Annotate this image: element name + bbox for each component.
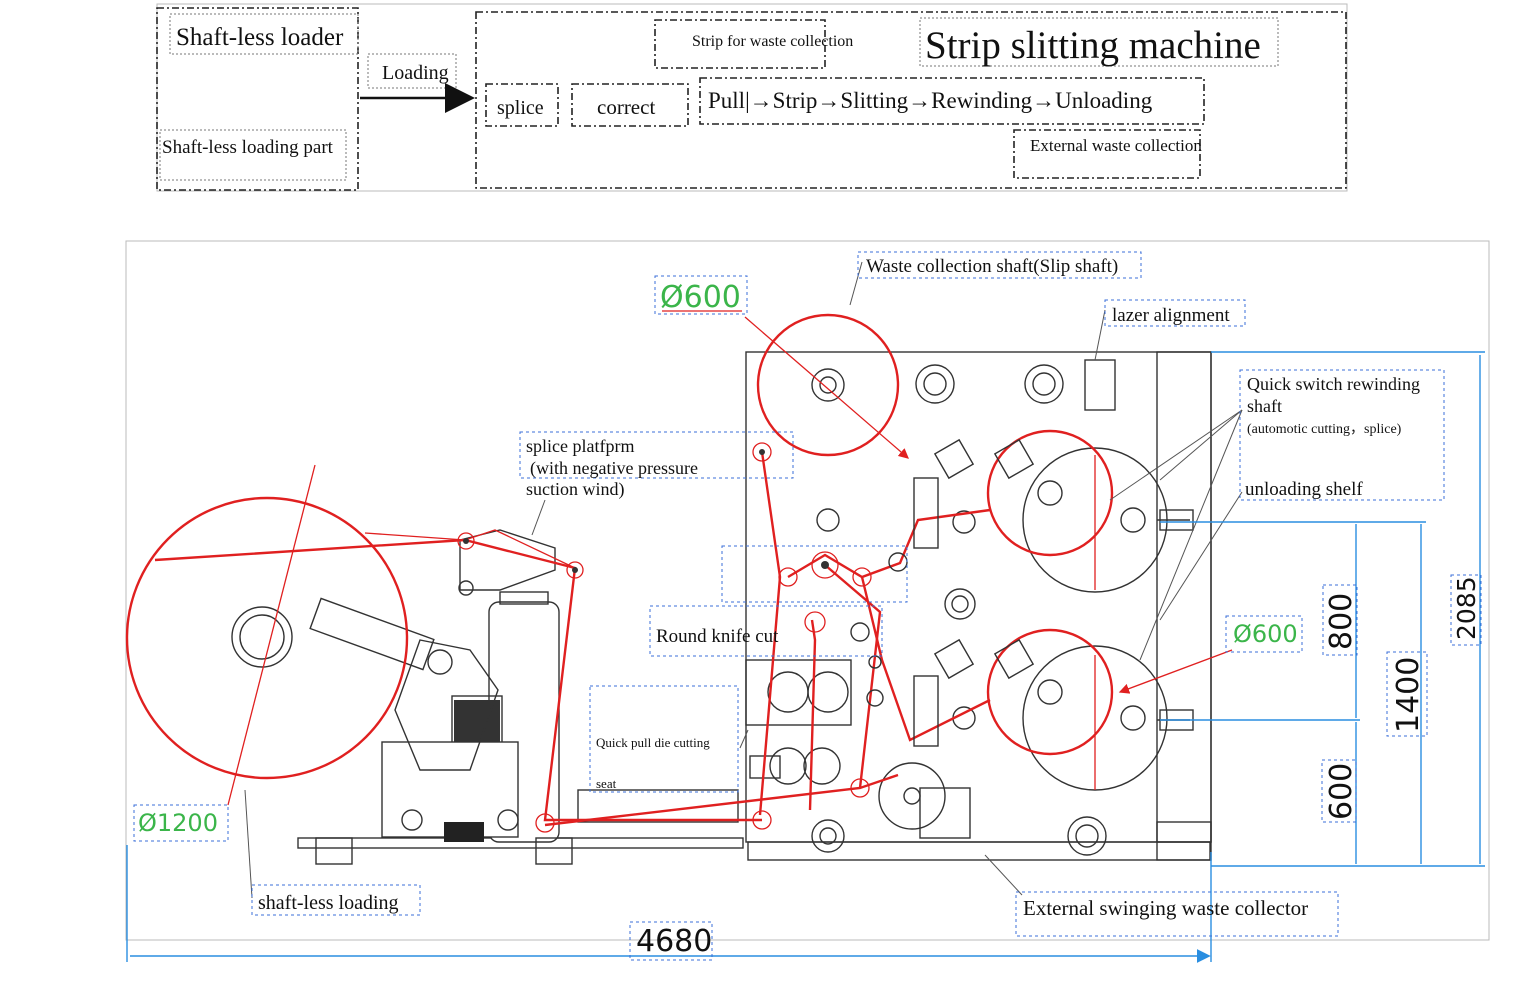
strip-waste-text: Strip for waste collection [692, 33, 853, 50]
loader-block [156, 7, 359, 191]
rewind-reel-bottom [986, 628, 1114, 756]
round-knife-label: Round knife cut [656, 626, 779, 647]
diameter-line-left [227, 464, 316, 806]
width-dimension: 4680 [636, 924, 712, 959]
shaftless-loading-label: shaft-less loading [258, 892, 399, 914]
height-600: 600 [1324, 763, 1359, 820]
quick-switch-label-1: Quick switch rewinding [1247, 374, 1420, 394]
diameter-left-label: Ø1200 [138, 809, 218, 837]
process-steps: Pull|→Strip→Slitting→Rewinding→Unloading [708, 88, 1153, 113]
guide-roller-icon [457, 442, 908, 833]
main-frame [745, 351, 1212, 843]
reel-icon [811, 364, 1107, 856]
waste-reel [756, 313, 900, 457]
laser-unit-icon [1084, 359, 1116, 411]
loader-part-label: Shaft-less loading part [162, 137, 334, 158]
strip-waste-label: Strip for waste collection [692, 33, 853, 50]
external-swinging-label: External swinging waste collector [1023, 896, 1308, 920]
rewind-reel-top [986, 429, 1114, 557]
quick-pull-label: Quick pull die cutting [596, 735, 710, 750]
unwind-reel [125, 496, 409, 780]
splice-platform-label-2: (with negative pressure [530, 458, 698, 479]
loader-part-text: Shaft-less loading part [162, 137, 334, 158]
height-1400: 1400 [1391, 657, 1426, 733]
splice-platform-label-1: splice platfprm [526, 436, 634, 456]
loader-machine [309, 529, 739, 865]
main-drawing: Waste collection shaft(Slip shaft) lazer… [125, 240, 1490, 963]
height-800: 800 [1324, 593, 1359, 650]
splice-platform-label-3: suction wind) [526, 479, 625, 500]
seat-label: seat [596, 776, 617, 791]
machine-title: Strip slitting machine [925, 24, 1261, 67]
loader-title: Shaft-less loader [176, 24, 344, 51]
loading-label: Loading [382, 62, 449, 84]
quick-switch-label-2: shaft [1247, 396, 1282, 416]
correct-step: correct [597, 95, 655, 119]
waste-shaft-label: Waste collection shaft(Slip shaft) [866, 256, 1118, 277]
lazer-alignment-label: lazer alignment [1112, 305, 1230, 326]
unloading-shelf-label: unloading shelf [1245, 479, 1363, 500]
external-waste-label: External waste collection [1030, 136, 1202, 155]
slitting-knives [913, 438, 1035, 747]
diameter-top-label: Ø600 [660, 280, 741, 315]
flow-diagram: Shaft-less loader Shaft-less loading par… [156, 3, 1348, 192]
dimension-lines [126, 351, 1485, 963]
diameter-right-label: Ø600 [1233, 620, 1298, 648]
quick-switch-label-3: (automotic cutting，splice) [1247, 422, 1402, 437]
height-2085: 2085 [1452, 576, 1481, 640]
external-waste-text: External waste collection [1030, 136, 1202, 155]
splice-step: splice [497, 97, 544, 119]
machine-block [475, 11, 1347, 189]
